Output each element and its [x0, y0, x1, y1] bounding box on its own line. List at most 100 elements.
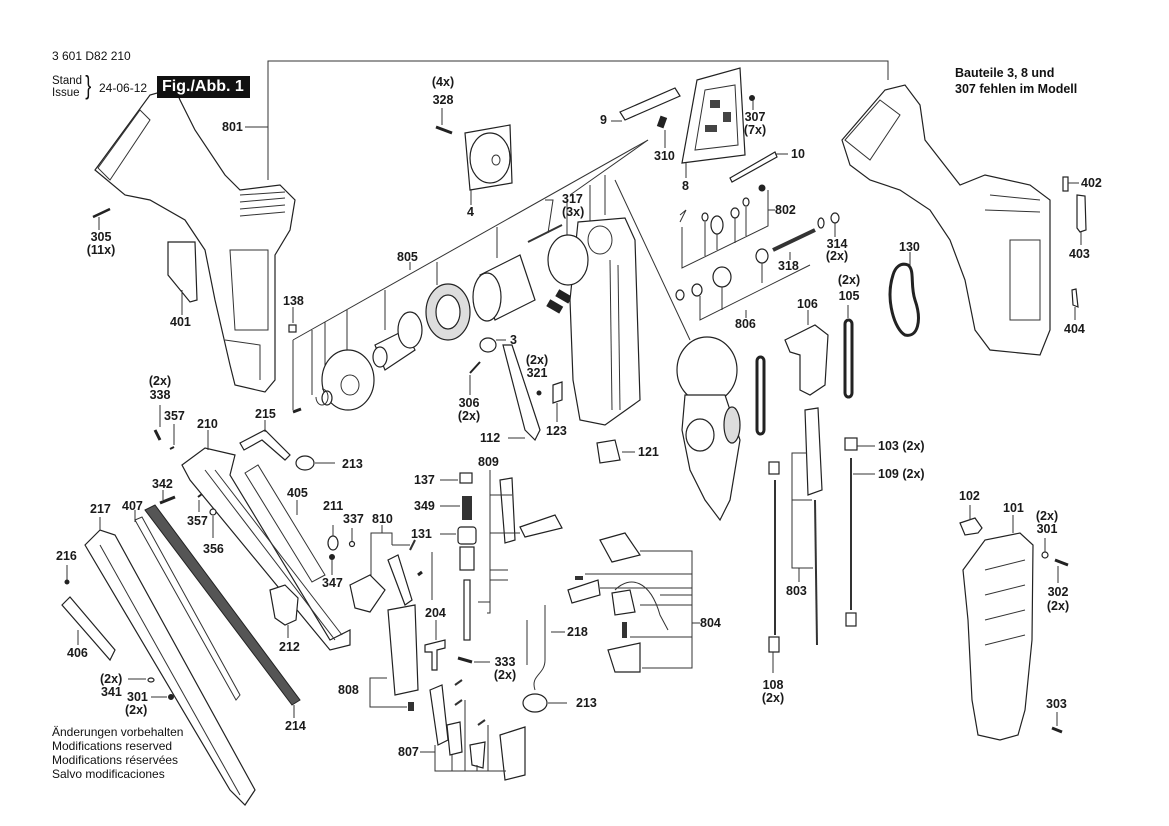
part-label-318: 318 [778, 259, 799, 273]
part-label-3: 3 [510, 333, 517, 347]
screw-338 [153, 429, 162, 441]
brace-icon: } [85, 70, 92, 100]
part-label-105: 105 [838, 289, 860, 303]
part-label-314: 314 [826, 237, 848, 251]
strip-407 [134, 516, 241, 701]
nut-301-a [168, 694, 174, 700]
part-label-214: 214 [285, 719, 306, 733]
part-label-217: 217 [90, 502, 111, 516]
part-label-349: 349 [414, 499, 435, 513]
rail-214 [144, 504, 301, 706]
label-404 [1071, 288, 1079, 308]
part-label-121: 121 [638, 445, 659, 459]
part-qty-328: (4x) [431, 75, 455, 89]
figure-badge: Fig./Abb. 1 [157, 76, 250, 98]
part-label-810: 810 [372, 512, 393, 526]
mod-de: Änderungen vorbehalten [52, 725, 184, 739]
mod-fr: Modifications réservées [52, 753, 179, 767]
label-403 [1076, 194, 1087, 233]
pulley-cover [676, 336, 741, 522]
plate-204 [424, 639, 446, 671]
part-label-8: 8 [682, 179, 689, 193]
clip [845, 612, 857, 627]
part-label-341: 341 [101, 685, 122, 699]
spring-310 [656, 115, 668, 129]
part-label-310: 310 [654, 149, 675, 163]
missing-parts-note: Bauteile 3, 8 und 307 fehlen im Modell [955, 65, 1077, 97]
part-qty-105: (2x) [837, 273, 861, 287]
part-label-317: 317 [562, 192, 583, 206]
part-label-808: 808 [338, 683, 359, 697]
part-label-109: 109 (2x) [878, 467, 925, 481]
part-label-406: 406 [67, 646, 88, 660]
spring [546, 299, 564, 314]
part-label-210: 210 [197, 417, 218, 431]
housing-right [841, 84, 1051, 356]
part-label-306: 306 [458, 396, 480, 410]
part-label-805: 805 [397, 250, 418, 264]
part-label-108: 108 [762, 678, 784, 692]
spring-349 [462, 496, 472, 520]
part-label-138: 138 [283, 294, 304, 308]
part-label-137: 137 [414, 473, 435, 487]
part-qty-301-b: (2x) [1035, 509, 1059, 523]
part-label-218: 218 [567, 625, 588, 639]
issue-date: 24-06-12 [99, 81, 148, 95]
part-label-403: 403 [1069, 247, 1090, 261]
group-810 [349, 525, 423, 613]
part-label-213-a: 213 [342, 457, 363, 471]
bracket-106 [784, 324, 829, 396]
part-qty-305: (11x) [86, 243, 116, 257]
part-qty-306: (2x) [457, 409, 481, 423]
part-label-801: 801 [222, 120, 243, 134]
nut-301 [1041, 551, 1049, 559]
ball-337 [348, 540, 356, 548]
clip-102 [959, 517, 983, 536]
part-label-9: 9 [600, 113, 607, 127]
sleeve [459, 546, 475, 571]
shaft [463, 579, 471, 641]
part-label-357-a: 357 [164, 409, 185, 423]
screw-333 [457, 656, 473, 664]
part-9 [619, 87, 681, 121]
part-qty-341: (2x) [100, 672, 123, 686]
part-qty-333: (2x) [493, 668, 517, 682]
part-10 [729, 151, 778, 183]
modifications-notice: Änderungen vorbehalten Modifications res… [52, 725, 183, 781]
part-label-101: 101 [1003, 501, 1024, 515]
shaft-318 [772, 228, 816, 252]
motor-flange-4 [464, 124, 513, 191]
part-label-337: 337 [343, 512, 364, 526]
handle-cover-101 [962, 532, 1034, 741]
nut-138 [288, 324, 297, 333]
pin-357-b [197, 493, 203, 498]
label-402 [1062, 176, 1069, 192]
mod-es: Salvo modificaciones [52, 767, 165, 781]
part-label-204: 204 [425, 606, 446, 620]
part-qty-317: (3x) [562, 205, 585, 219]
motor-endcap [321, 349, 375, 411]
group-802 [679, 184, 775, 269]
gear-housing [547, 217, 641, 426]
housing-left-801 [94, 87, 296, 393]
part-label-803: 803 [786, 584, 807, 598]
screw-307 [749, 95, 755, 101]
note-line-1: Bauteile 3, 8 und [955, 66, 1055, 80]
clip [768, 461, 780, 475]
part-qty-307: (7x) [743, 123, 767, 137]
bushing-3 [479, 337, 497, 353]
washer-314 [830, 212, 840, 224]
latch-213 [295, 455, 315, 471]
part-label-301-a: 301 [127, 690, 148, 704]
screw-341 [147, 677, 155, 683]
washer [321, 390, 333, 406]
screw-306 [469, 361, 481, 374]
part-qty-314: (2x) [825, 249, 849, 263]
document-number: 3 601 D82 210 [52, 49, 131, 63]
part-label-806: 806 [735, 317, 756, 331]
pin-321 [536, 390, 542, 396]
part-label-347: 347 [322, 576, 343, 590]
part-356 [209, 508, 217, 516]
part-label-305: 305 [90, 230, 112, 244]
